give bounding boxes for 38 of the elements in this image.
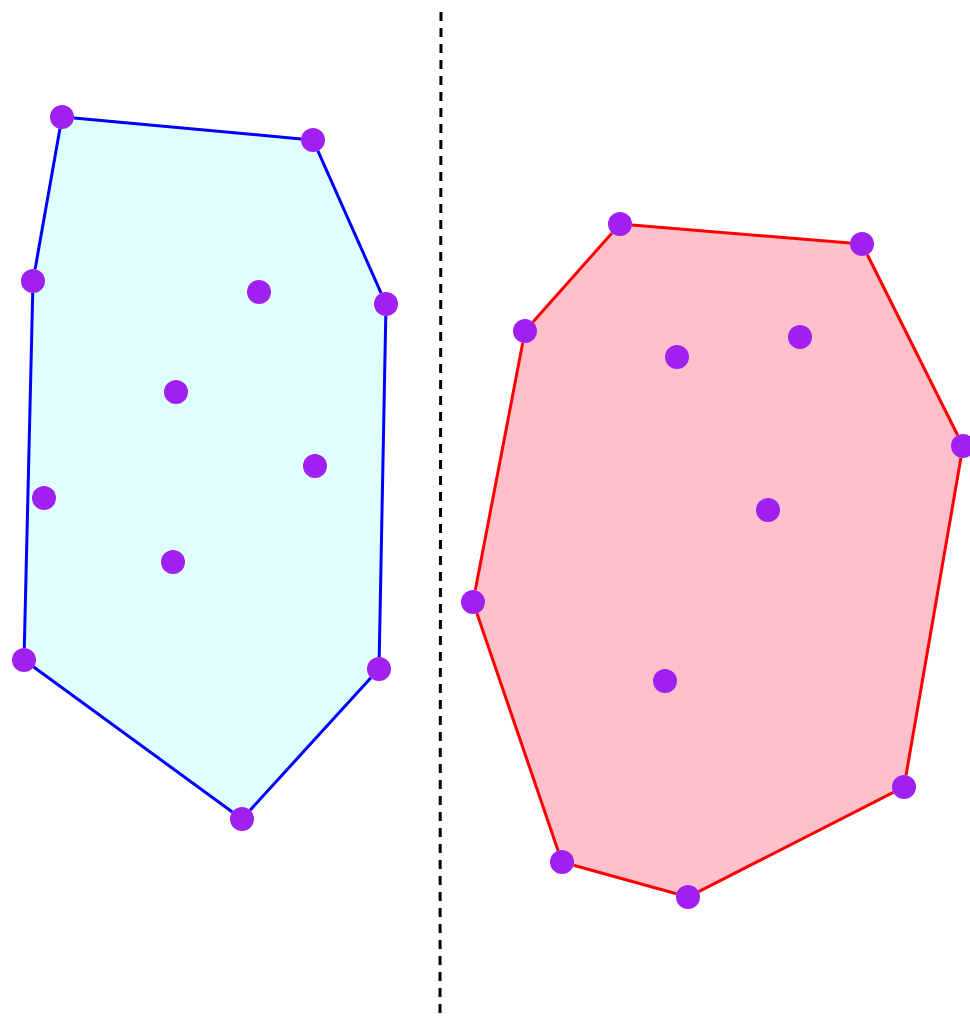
line [698, 791, 894, 893]
dot [461, 590, 485, 614]
dot [676, 885, 700, 909]
dot [892, 775, 916, 799]
dot [247, 280, 271, 304]
line [33, 128, 62, 270]
dot [303, 454, 327, 478]
line [32, 665, 234, 814]
line [249, 676, 372, 812]
line [573, 863, 677, 896]
dot [653, 669, 677, 693]
dot [21, 269, 45, 293]
dot [374, 292, 398, 316]
line [316, 150, 383, 294]
dot [608, 212, 632, 236]
dot [12, 648, 36, 672]
dot [164, 380, 188, 404]
line [473, 342, 525, 591]
dot [756, 498, 780, 522]
dot [850, 232, 874, 256]
line [904, 457, 963, 776]
line [475, 612, 560, 852]
dot [50, 105, 74, 129]
dot [301, 128, 325, 152]
line [73, 116, 302, 141]
line [631, 223, 851, 245]
line [866, 254, 959, 436]
dot [32, 486, 56, 510]
dot [513, 319, 537, 343]
dot [788, 325, 812, 349]
dot [161, 550, 185, 574]
dot [665, 345, 689, 369]
line [531, 231, 614, 324]
dot [367, 657, 391, 681]
dot [230, 807, 254, 831]
line [377, 315, 388, 658]
dot [550, 850, 574, 874]
line [22, 292, 35, 649]
